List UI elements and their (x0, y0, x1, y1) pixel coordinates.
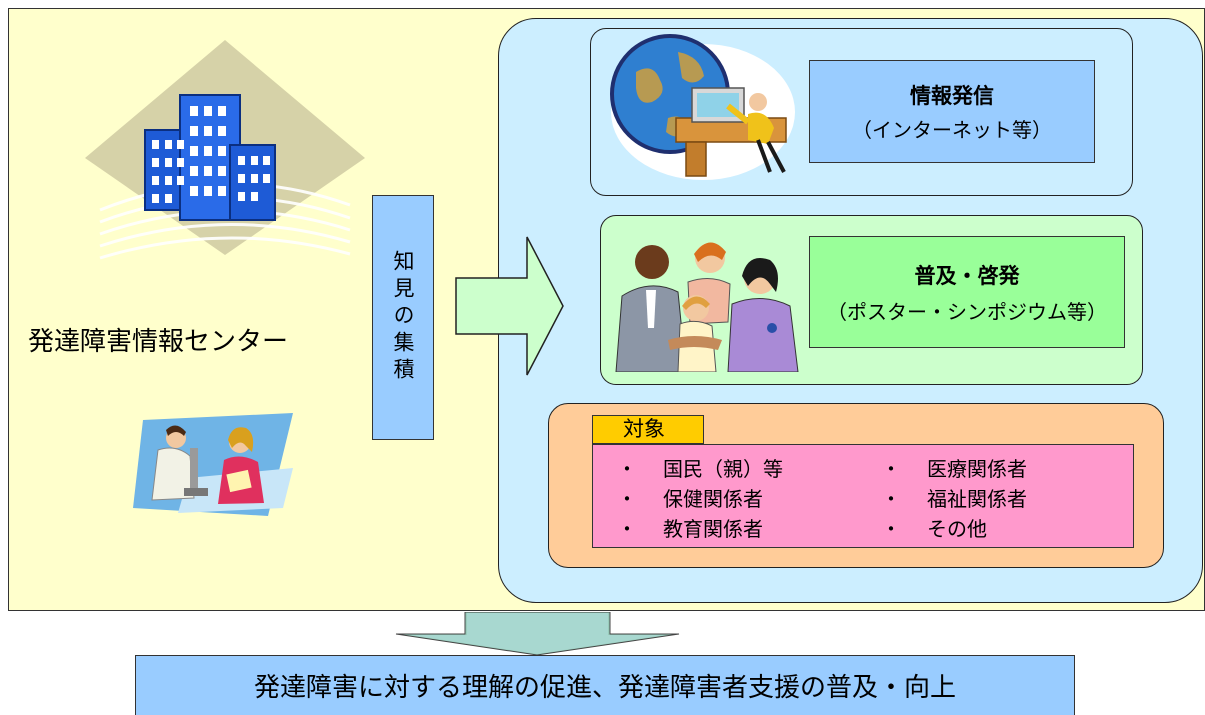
info-title: 情報発信 (910, 84, 994, 108)
globe-computer-icon (610, 34, 795, 180)
info-label: 情報発信 （インターネット等） (809, 60, 1095, 163)
promotion-label: 普及・啓発 （ポスター・シンポジウム等） (809, 236, 1125, 348)
target-item: ・福祉関係者 (881, 487, 1027, 511)
target-item: ・保健関係者 (617, 487, 763, 511)
researchers-icon (133, 413, 293, 516)
down-arrow-icon (395, 612, 680, 656)
promotion-title: 普及・啓発 (914, 263, 1020, 288)
target-item: ・医療関係者 (881, 457, 1027, 481)
target-item: ・その他 (881, 517, 987, 541)
target-tag: 対象 (592, 415, 704, 444)
target-item: ・教育関係者 (617, 517, 763, 541)
promotion-subtitle: （ポスター・シンポジウム等） (827, 299, 1107, 324)
info-subtitle: （インターネット等） (852, 118, 1052, 142)
result-banner: 発達障害に対する理解の促進、発達障害者支援の普及・向上 (135, 655, 1075, 715)
right-arrow-icon (455, 236, 564, 376)
knowledge-box: 知見の集積 (372, 195, 434, 440)
center-title: 発達障害情報センター (28, 327, 289, 357)
target-item: ・国民（親）等 (617, 457, 783, 481)
family-people-icon (615, 242, 799, 372)
knowledge-label: 知見の集積 (391, 250, 415, 385)
building-icon (85, 40, 365, 260)
target-list: ・国民（親）等 ・保健関係者 ・教育関係者 ・医療関係者 ・福祉関係者 ・その他 (592, 444, 1134, 548)
